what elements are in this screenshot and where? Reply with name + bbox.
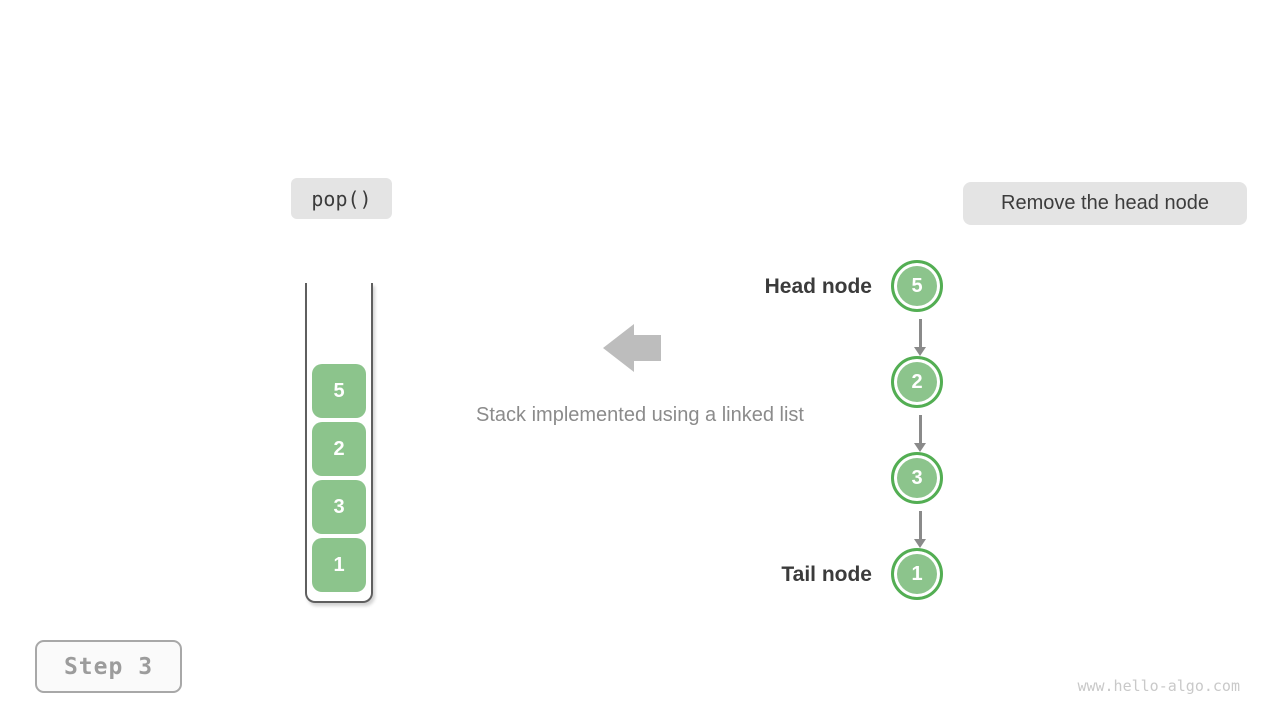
linked-list-node: 5 xyxy=(891,260,943,312)
linked-list-node: 3 xyxy=(891,452,943,504)
pop-operation-label: pop() xyxy=(291,178,392,219)
description-label: Remove the head node xyxy=(963,182,1247,225)
stack-container: 5 2 3 1 xyxy=(305,283,373,603)
stack-item: 2 xyxy=(312,422,366,476)
linked-list-node: 1 xyxy=(891,548,943,600)
stack-item: 5 xyxy=(312,364,366,418)
head-node-label: Head node xyxy=(764,275,872,298)
caption-text: Stack implemented using a linked list xyxy=(476,404,804,426)
tail-node-label: Tail node xyxy=(781,563,872,586)
down-arrow-icon xyxy=(914,319,925,356)
stack-item: 1 xyxy=(312,538,366,592)
linked-list-node: 2 xyxy=(891,356,943,408)
down-arrow-icon xyxy=(914,415,925,452)
down-arrow-icon xyxy=(914,511,925,548)
left-block-arrow-icon xyxy=(603,324,661,372)
stack-item: 3 xyxy=(312,480,366,534)
watermark-text: www.hello-algo.com xyxy=(1077,677,1240,695)
step-indicator: Step 3 xyxy=(35,640,182,693)
